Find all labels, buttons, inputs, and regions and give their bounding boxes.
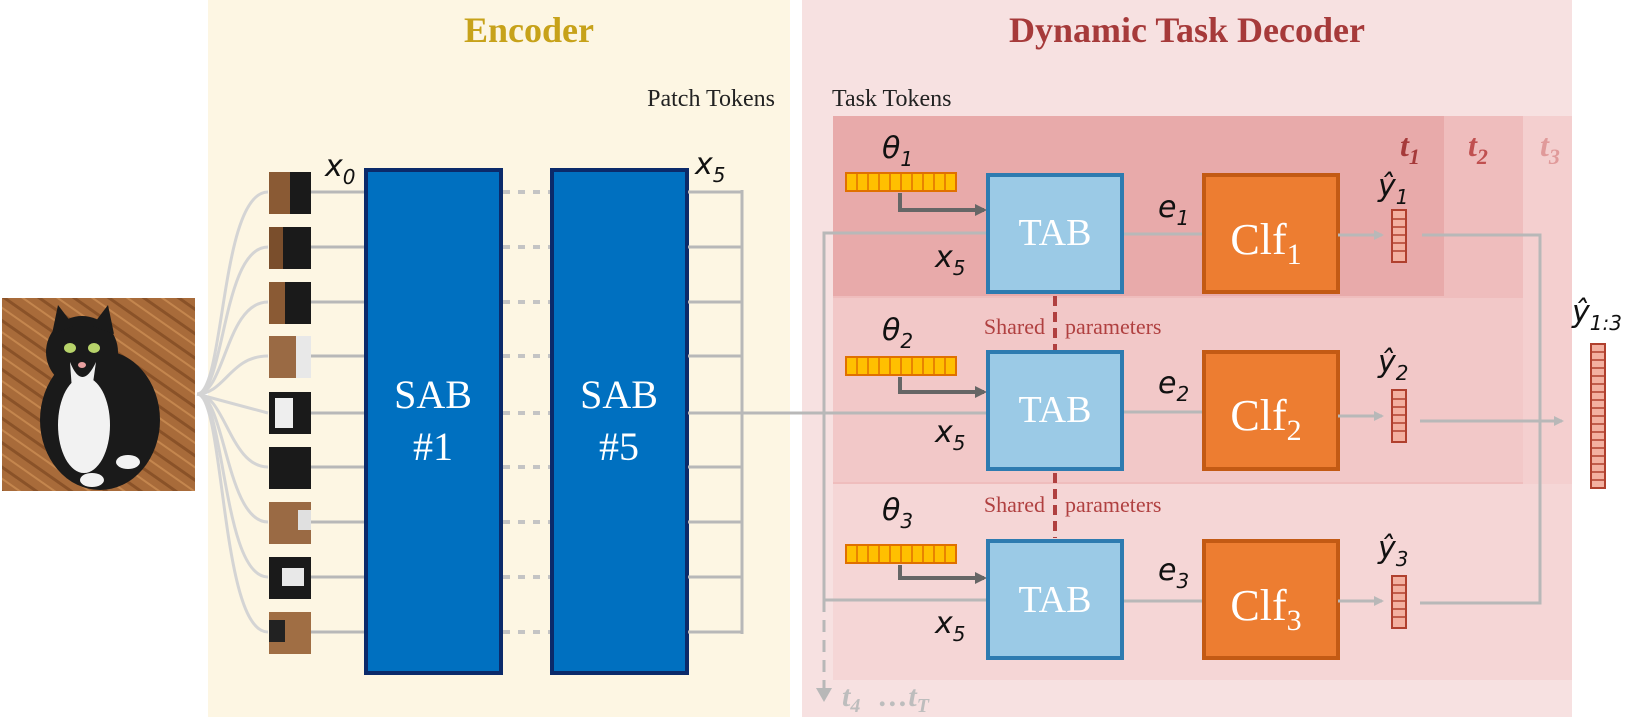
panel-label-t1: t1: [1400, 127, 1420, 169]
more-tasks-label: t4…tT: [842, 680, 930, 717]
clf-2-label: Clf2: [1230, 391, 1301, 447]
task-token-3: [845, 544, 957, 564]
x5-routing-lines: [688, 231, 988, 690]
theta-1-label: θ1: [882, 131, 913, 171]
patch-to-sab1-lines: [311, 190, 366, 634]
tab-1-label: TAB: [1019, 212, 1092, 254]
clf-1-label: Clf1: [1230, 215, 1301, 271]
final-prediction-vector: [1590, 343, 1606, 489]
task-token-1: [845, 172, 957, 192]
tab-2-label: TAB: [1019, 389, 1092, 431]
prediction-vector-3: [1391, 575, 1407, 629]
task-token-2: [845, 356, 957, 376]
shared-label-2: Shared: [984, 492, 1045, 517]
sab1-line1: SAB: [394, 372, 472, 417]
encoder-title: Encoder: [464, 10, 594, 50]
clf-block-3: [1202, 539, 1340, 660]
parameters-label-2: parameters: [1065, 492, 1162, 517]
panel-label-t2: t2: [1468, 127, 1488, 169]
x5-label-row3: x5: [934, 606, 966, 646]
e1-label: e1: [1158, 190, 1189, 230]
e3-label: e3: [1158, 553, 1189, 593]
shared-label-1: Shared: [984, 314, 1045, 339]
tab-block-3: [986, 539, 1124, 660]
panel-label-t3: t3: [1540, 127, 1560, 169]
clf-block-2: [1202, 350, 1340, 471]
sab5-line1: SAB: [580, 372, 658, 417]
x5-label-row1: x5: [934, 240, 966, 280]
x5-label-encoder: x5: [694, 147, 726, 187]
clf-3-label: Clf3: [1230, 581, 1301, 637]
theta-1-arrow: [898, 193, 987, 216]
y2-label: ŷ2: [1377, 345, 1409, 385]
down-arrow-head: [816, 688, 832, 702]
tab-block-2: [986, 350, 1124, 471]
task-tokens-label: Task Tokens: [832, 86, 952, 112]
decoder-title: Dynamic Task Decoder: [1009, 10, 1365, 50]
theta-2-label: θ2: [882, 313, 913, 353]
task-row-3: θ3 TAB x5 e3 Clf3 ŷ3: [845, 493, 1409, 660]
patch-thumbnails: [269, 172, 311, 654]
y1-label: ŷ1: [1377, 169, 1409, 209]
theta-3-arrow: [898, 565, 987, 584]
x0-label: x0: [324, 149, 356, 189]
sab5-line2: #5: [599, 424, 639, 469]
theta-2-arrow: [898, 377, 987, 398]
sab-block-1: [364, 168, 503, 675]
e2-label: e2: [1158, 366, 1189, 406]
theta-3-label: θ3: [882, 493, 913, 533]
tab-3-label: TAB: [1019, 579, 1092, 621]
task-panel-t1: [833, 116, 1444, 296]
prediction-vector-1: [1391, 209, 1407, 263]
parameters-label-1: parameters: [1065, 314, 1162, 339]
sab1-line2: #1: [413, 424, 453, 469]
clf-block-1: [1202, 173, 1340, 294]
prediction-vector-2: [1391, 389, 1407, 443]
tab-block-1: [986, 173, 1124, 294]
x5-label-row2: x5: [934, 415, 966, 455]
input-cat-image: [2, 298, 195, 491]
patch-split-lines: [196, 190, 269, 634]
y3-label: ŷ3: [1377, 531, 1409, 571]
task-row-1: θ1 TAB x5 e1 Clf1 ŷ1: [845, 131, 1409, 294]
y-output-label: ŷ1:3: [1571, 295, 1622, 335]
patch-tokens-label: Patch Tokens: [647, 86, 775, 112]
patch-6: [269, 447, 311, 489]
sab-block-5: [550, 168, 689, 675]
concat-lines: [1420, 233, 1564, 605]
task-row-2: θ2 TAB x5 e2 Clf2 ŷ2: [845, 313, 1409, 471]
